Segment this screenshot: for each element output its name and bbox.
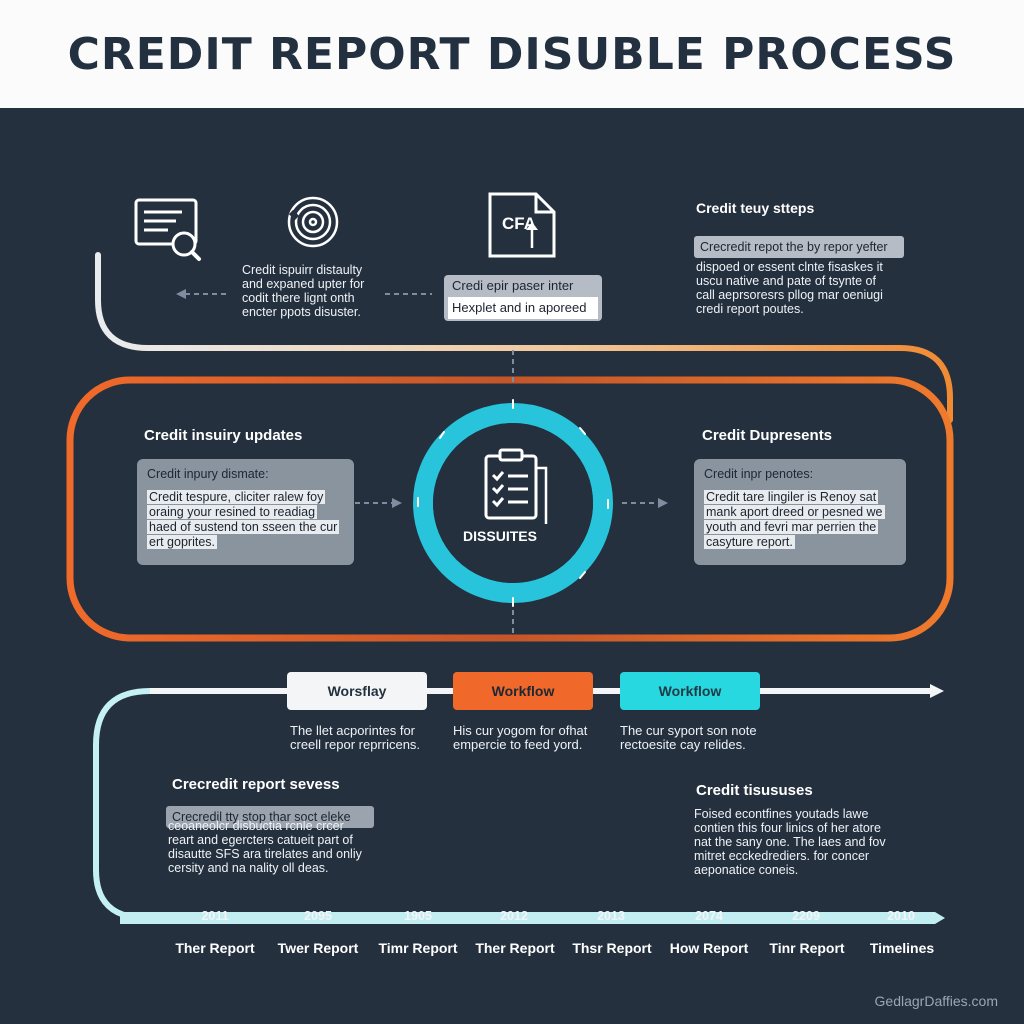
top-center-box: Credi epir paser inter Hexplet and in ap… — [444, 275, 602, 321]
timeline-year: 2010 — [887, 909, 915, 923]
timeline-year: 2209 — [792, 909, 820, 923]
middle-loop-frame — [66, 376, 954, 642]
timeline-label: Tinr Report — [769, 940, 845, 956]
timeline-year: 2012 — [500, 909, 528, 923]
cfa-icon-label: CFA — [502, 214, 536, 233]
cfa-document-icon: CFA — [484, 190, 562, 260]
header-bar: CREDIT REPORT DISUBLE PROCESS — [0, 0, 1024, 108]
workflow-arrowhead — [930, 684, 944, 698]
middle-right-box-title: Credit inpr penotes: — [704, 467, 814, 481]
page-title: CREDIT REPORT DISUBLE PROCESS — [67, 28, 957, 80]
workflow-pill-3-label: Workflow — [658, 683, 722, 699]
fingerprint-icon — [283, 192, 343, 257]
middle-right-box-text: Credit tare lingiler is Renoy sat mank a… — [704, 490, 885, 549]
clipboard-checklist-icon — [480, 448, 552, 529]
timeline-label: Twer Report — [277, 940, 359, 956]
timeline-bar — [120, 912, 945, 924]
workflow-pill-3: Workflow — [620, 672, 760, 710]
timeline-label: Ther Report — [475, 940, 555, 956]
timeline-label: Thsr Report — [572, 940, 652, 956]
bottom-left-highlight: Crecredil tty stop thar soct eleke — [166, 806, 374, 828]
top-right-highlight: Crecredit repot the by repor yefter — [694, 236, 904, 258]
workflow-pill-2-label: Workflow — [491, 683, 555, 699]
timeline-year: 2013 — [597, 909, 625, 923]
top-right-heading: Credit teuy stteps — [696, 200, 815, 216]
middle-right-heading: Credit Dupresents — [702, 427, 833, 444]
bottom-right-description: Foised econtfines youtads lawe contien t… — [694, 807, 886, 877]
bottom-right-heading: Credit tisususes — [696, 782, 813, 799]
timeline-label: Ther Report — [175, 940, 255, 956]
workflow-caption-1: The llet acporintes for creell repor rep… — [290, 723, 421, 752]
workflow-pill-1-label: Worsflay — [327, 683, 387, 699]
timeline-label: Timr Report — [378, 940, 458, 956]
workflow-caption-2: His cur yogom for ofhat empercie to feed… — [453, 723, 588, 752]
workflow-pill-1: Worsflay — [287, 672, 427, 710]
timeline-year: 2095 — [304, 909, 332, 923]
workflow-caption-3: The cur syport son note rectoesite cay r… — [620, 723, 757, 752]
timeline-label: How Report — [669, 940, 749, 956]
middle-left-heading: Credit insuiry updates — [144, 427, 303, 444]
dispute-center-label: DISSUITES — [463, 528, 537, 544]
middle-left-box-text: Credit tespure, cliciter ralew foy orain… — [147, 490, 340, 549]
workflow-pill-2: Workflow — [453, 672, 593, 710]
bottom-left-heading: Crecredit report sevess — [172, 776, 340, 793]
top-right-description: dispoed or essent clnte fisaskes it uscu… — [696, 260, 883, 316]
middle-left-box-title: Credit inpury dismate: — [147, 467, 269, 481]
dispute-ring — [413, 403, 613, 603]
top-center-box-line2: Hexplet and in aporeed — [448, 297, 598, 319]
timeline-year: 2074 — [695, 909, 723, 923]
bottom-left-description: ceoaneolcr disbuctia rcnle crcer reart a… — [168, 819, 362, 875]
credit-report-search-icon — [132, 196, 204, 269]
middle-left-box: Credit inpury dismate: Credit tespure, c… — [137, 459, 354, 565]
top-flow-line — [95, 252, 953, 423]
footer-watermark: GedlagrDaffies.com — [874, 993, 998, 1009]
timeline-year: 2011 — [201, 909, 229, 923]
middle-right-box: Credit inpr penotes: Credit tare lingile… — [694, 459, 906, 565]
top-center-box-line1: Credi epir paser inter — [452, 278, 574, 293]
top-left-description: Credit ispuirr distaulty and expaned upt… — [242, 263, 365, 319]
timeline-year: 1905 — [404, 909, 432, 923]
timeline-label: Timelines — [869, 940, 935, 956]
